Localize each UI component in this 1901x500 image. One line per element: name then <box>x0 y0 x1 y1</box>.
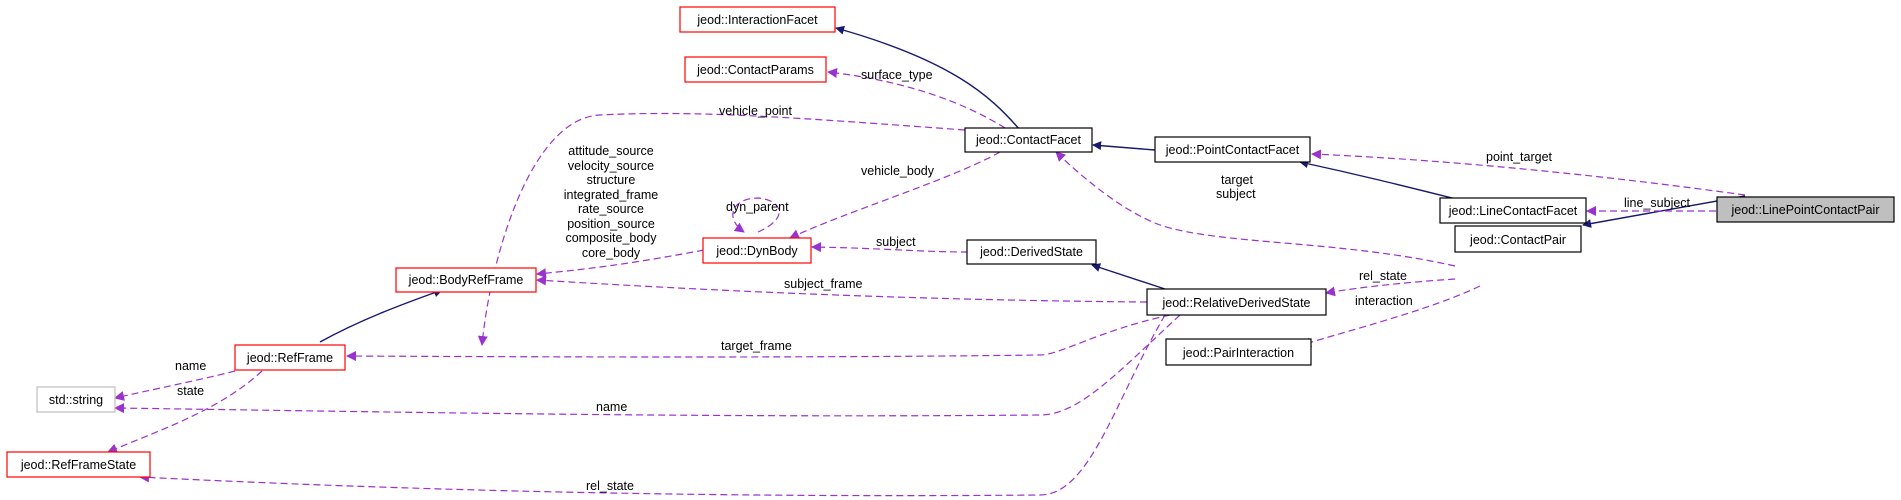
node-ref-frame-state-label: jeod::RefFrameState <box>20 458 136 472</box>
label-rel-state-pair: rel_state <box>1359 269 1407 283</box>
label-target: target <box>1221 173 1253 187</box>
node-relative-derived-state[interactable]: jeod::RelativeDerivedState <box>1146 288 1327 316</box>
label-subject: subject <box>1216 187 1256 201</box>
edge-subject-dynbody <box>811 242 969 253</box>
label-point-target: point_target <box>1486 150 1553 164</box>
label-rate-source: rate_source <box>578 202 644 216</box>
edge-pointcontactfacet-to-contactfacet <box>1092 141 1156 151</box>
label-target-frame: target_frame <box>721 339 792 353</box>
label-vehicle-body: vehicle_body <box>861 164 935 178</box>
member-edges <box>107 68 1746 497</box>
nodes: jeod::InteractionFacet jeod::ContactPara… <box>6 6 1895 478</box>
edge-labels: surface_type vehicle_point vehicle_body … <box>175 68 1691 493</box>
label-name-refframe: name <box>175 359 206 373</box>
label-composite-body: composite_body <box>565 231 657 245</box>
node-line-point-contact-pair[interactable]: jeod::LinePointContactPair <box>1716 196 1895 223</box>
label-dyn-parent: dyn_parent <box>726 200 789 214</box>
node-std-string-label: std::string <box>49 393 103 407</box>
node-ref-frame-state[interactable]: jeod::RefFrameState <box>6 451 151 478</box>
edge-reframe-to-bodyrefframe <box>319 288 443 343</box>
edge-dyn-parent <box>732 197 780 233</box>
edge-state-refframestate <box>107 370 263 454</box>
node-pair-interaction-label: jeod::PairInteraction <box>1182 346 1294 360</box>
label-subject-dyn: subject <box>876 235 916 249</box>
edge-linecontactfacet-to-pointcontactfacet <box>1299 159 1461 201</box>
edge-bodyref-sources <box>536 249 705 279</box>
node-dyn-body[interactable]: jeod::DynBody <box>702 237 812 264</box>
node-body-ref-frame[interactable]: jeod::BodyRefFrame <box>395 267 537 293</box>
edge-rel-state-bottom <box>139 314 1166 497</box>
label-integrated-frame: integrated_frame <box>564 188 659 202</box>
node-contact-facet[interactable]: jeod::ContactFacet <box>964 127 1093 153</box>
node-contact-facet-label: jeod::ContactFacet <box>975 133 1081 147</box>
node-relative-derived-state-label: jeod::RelativeDerivedState <box>1162 296 1311 310</box>
label-line-subject: line_subject <box>1624 196 1691 210</box>
edge-vehicle-body <box>789 151 1001 239</box>
label-velocity-source: velocity_source <box>568 159 654 173</box>
node-dyn-body-label: jeod::DynBody <box>715 244 798 258</box>
edge-relativederivedstate-to-derivedstate <box>1091 263 1166 290</box>
node-interaction-facet-label: jeod::InteractionFacet <box>696 13 818 27</box>
edge-subject-frame <box>536 275 1148 303</box>
edge-point-target <box>1311 149 1746 196</box>
edge-contactfacet-to-interactionfacet <box>835 25 1021 131</box>
node-line-contact-facet[interactable]: jeod::LineContactFacet <box>1439 197 1587 224</box>
label-position-source: position_source <box>567 217 655 231</box>
node-derived-state[interactable]: jeod::DerivedState <box>966 239 1097 265</box>
label-bodyref-sources: attitude_source velocity_source structur… <box>564 144 659 260</box>
node-contact-pair-label: jeod::ContactPair <box>1469 233 1566 247</box>
node-contact-params-label: jeod::ContactParams <box>696 63 814 77</box>
label-name-rds: name <box>596 400 627 414</box>
node-body-ref-frame-label: jeod::BodyRefFrame <box>408 273 524 287</box>
node-pair-interaction[interactable]: jeod::PairInteraction <box>1165 338 1312 366</box>
node-interaction-facet[interactable]: jeod::InteractionFacet <box>679 6 836 33</box>
edge-vehicle-point <box>477 112 966 346</box>
node-line-point-contact-pair-label: jeod::LinePointContactPair <box>1730 203 1879 217</box>
node-point-contact-facet[interactable]: jeod::PointContactFacet <box>1154 136 1311 163</box>
label-vehicle-point: vehicle_point <box>719 104 792 118</box>
node-ref-frame[interactable]: jeod::RefFrame <box>234 344 346 371</box>
edge-interaction <box>1301 285 1481 348</box>
node-point-contact-facet-label: jeod::PointContactFacet <box>1165 143 1300 157</box>
edge-rel-state-pair <box>1325 278 1456 297</box>
node-ref-frame-label: jeod::RefFrame <box>246 351 333 365</box>
label-core-body: core_body <box>582 246 641 260</box>
node-std-string[interactable]: std::string <box>36 386 116 413</box>
node-contact-params[interactable]: jeod::ContactParams <box>684 56 827 83</box>
node-derived-state-label: jeod::DerivedState <box>979 245 1083 259</box>
label-subject-frame: subject_frame <box>784 277 863 291</box>
edge-name-refframe <box>114 370 236 401</box>
node-line-contact-facet-label: jeod::LineContactFacet <box>1448 204 1578 218</box>
edge-target-frame <box>346 314 1171 362</box>
node-contact-pair[interactable]: jeod::ContactPair <box>1454 225 1582 253</box>
label-attitude-source: attitude_source <box>568 144 654 158</box>
label-rel-state-bottom: rel_state <box>586 479 634 493</box>
label-structure: structure <box>587 173 636 187</box>
label-interaction: interaction <box>1355 294 1413 308</box>
label-state: state <box>177 384 204 398</box>
label-surface-type: surface_type <box>861 68 933 82</box>
inheritance-edges <box>319 25 1746 343</box>
edge-target-subject <box>1055 151 1456 267</box>
